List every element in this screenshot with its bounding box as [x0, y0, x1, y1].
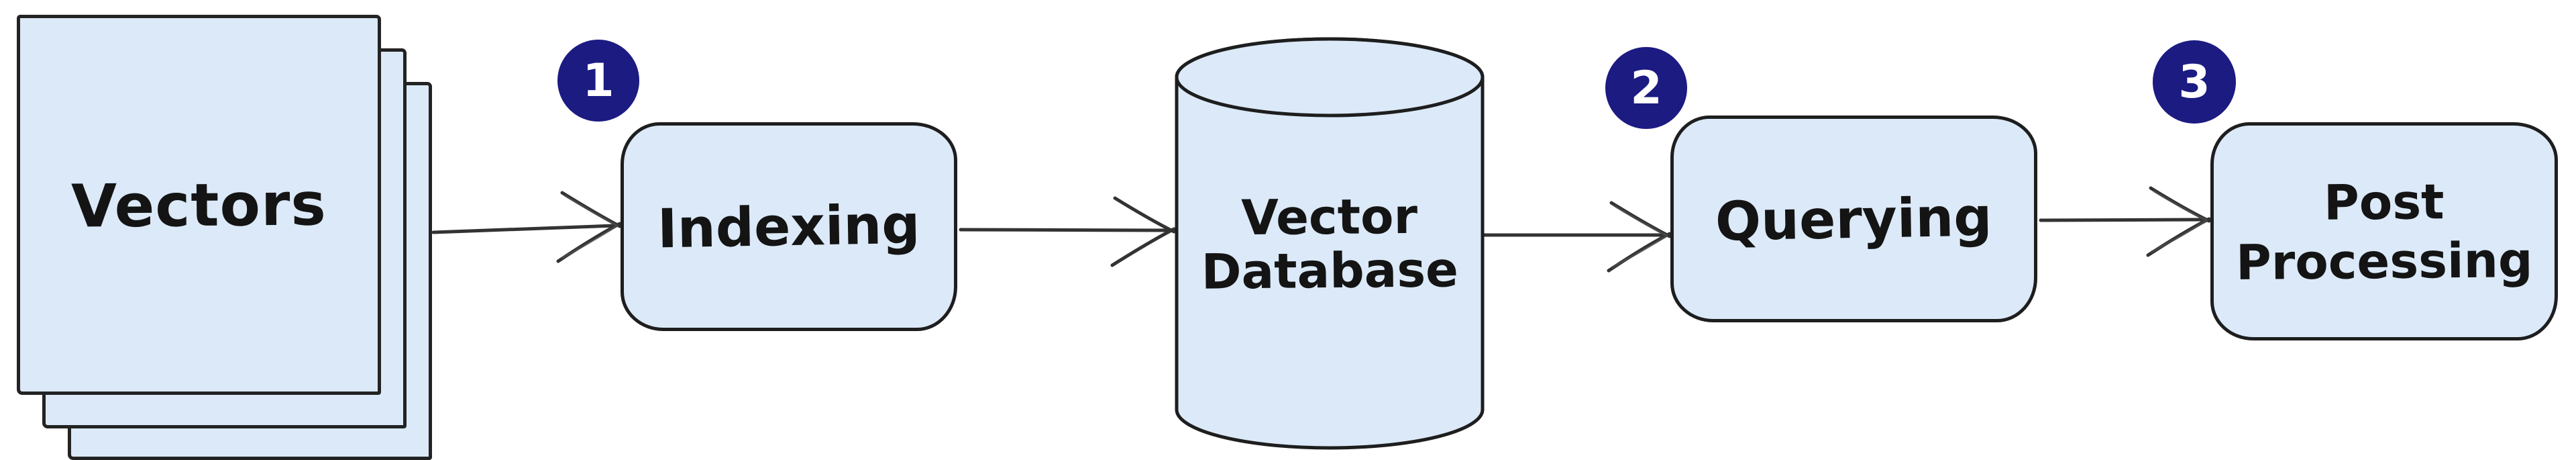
post-processing-label-line2: Processing — [2235, 231, 2533, 291]
vector-database-label-line2: Database — [1201, 241, 1459, 300]
vector-database-label: Vector Database — [1176, 187, 1483, 300]
step-badge-3-number: 3 — [2178, 55, 2210, 109]
vectors-label: Vectors — [70, 169, 327, 241]
post-processing-node: Post Processing — [2210, 122, 2558, 340]
indexing-node: Indexing — [621, 122, 957, 331]
querying-node: Querying — [1670, 116, 2037, 322]
arrow-querying-to-postprocessing — [2039, 186, 2211, 257]
step-badge-1-number: 1 — [582, 54, 614, 107]
post-processing-label-line1: Post — [2323, 173, 2445, 231]
step-badge-2-number: 2 — [1630, 61, 1662, 115]
indexing-label: Indexing — [657, 193, 921, 261]
vectors-page-front: Vectors — [17, 15, 381, 395]
vector-database-cylinder — [1175, 37, 1485, 450]
arrow-database-to-querying — [1481, 201, 1672, 273]
vector-database-label-line1: Vector — [1240, 187, 1418, 246]
step-badge-2: 2 — [1605, 47, 1687, 129]
step-badge-1: 1 — [557, 40, 639, 122]
step-badge-3: 3 — [2153, 40, 2236, 124]
querying-label: Querying — [1715, 185, 1993, 253]
arrow-vectors-to-indexing — [431, 191, 622, 263]
arrow-indexing-to-database — [959, 196, 1176, 267]
